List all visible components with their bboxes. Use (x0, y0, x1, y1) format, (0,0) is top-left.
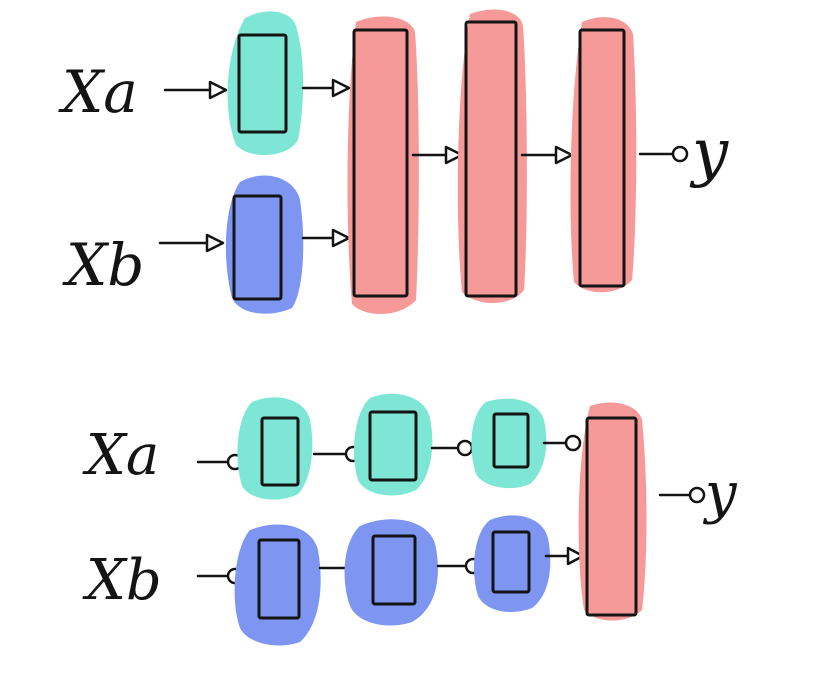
bottom-b-layer-3-box (491, 530, 531, 594)
bottom-input-b-label: Xb (82, 548, 162, 613)
bottom-b-layer-1-fill (234, 524, 321, 646)
bottom-a-layer-1-fill (237, 397, 313, 500)
top-arrow-a-to-shared-1 (301, 78, 351, 98)
top-input-layer-b-box (232, 194, 283, 301)
bottom-b-layer-3-fill (474, 515, 551, 612)
bottom-b-layer-3 (474, 515, 551, 612)
top-shared-layer-3 (570, 17, 637, 293)
bottom-fusion-layer-box (585, 416, 638, 617)
bottom-network: Xa Xb (82, 393, 738, 646)
top-arrow-xb-to-layer (158, 233, 225, 253)
bottom-a-layer-2-box (368, 410, 418, 482)
bottom-b-layer-2 (344, 519, 438, 626)
bottom-b-layer-2-box (371, 534, 417, 606)
top-arrow-shared-1-to-2 (411, 145, 464, 165)
bottom-arrow-xa-to-layer-1 (196, 453, 244, 471)
top-arrow-xa-to-layer (163, 80, 228, 100)
bottom-b-layer-1 (234, 524, 321, 646)
top-arrow-b-to-shared-1 (301, 228, 351, 248)
bottom-a-layer-1 (237, 397, 313, 500)
bottom-branch-a (237, 393, 582, 500)
top-arrow-to-output (638, 145, 689, 163)
bottom-fusion-layer-fill (578, 402, 647, 621)
bottom-input-a-label: Xa (82, 423, 159, 488)
bottom-a-arrow-1-2 (312, 445, 362, 463)
top-shared-layer-2 (457, 9, 527, 304)
bottom-a-layer-3 (471, 398, 547, 489)
top-input-layer-a (227, 11, 304, 156)
top-input-layer-b (225, 175, 304, 314)
top-input-a-label: Xa (58, 58, 138, 126)
bottom-b-layer-1-box (257, 538, 301, 620)
top-shared-layer-1-box (352, 28, 409, 298)
bottom-a-arrow-2-3 (430, 439, 474, 457)
top-arrow-shared-2-to-3 (520, 145, 574, 165)
top-output-label: y (689, 116, 729, 190)
bottom-fusion-layer (578, 402, 647, 621)
bottom-output-label: y (702, 461, 738, 526)
bottom-b-arrow-to-fusion (544, 546, 585, 566)
top-shared-layer-2-fill (457, 9, 527, 304)
top-input-b-label: Xb (62, 231, 144, 299)
top-input-layer-a-fill (227, 11, 304, 156)
bottom-a-layer-3-fill (471, 398, 547, 489)
top-shared-layer-1-fill (347, 16, 419, 315)
bottom-a-layer-2 (354, 393, 433, 496)
top-input-layer-b-fill (225, 175, 304, 314)
bottom-branch-b (234, 515, 585, 646)
bottom-a-layer-1-box (260, 416, 300, 487)
top-shared-layer-2-box (464, 20, 518, 298)
bottom-b-arrow-2-3 (436, 557, 482, 575)
top-shared-layer-3-fill (570, 17, 637, 293)
bottom-a-layer-2-fill (354, 393, 433, 496)
bottom-a-layer-3-box (492, 412, 530, 469)
bottom-arrow-to-output (658, 486, 706, 504)
top-shared-layer-1 (347, 16, 419, 315)
top-shared-layer-3-box (578, 28, 626, 288)
top-input-layer-a-box (237, 33, 288, 134)
bottom-a-arrow-to-fusion (542, 434, 582, 452)
top-network: Xa Xb (58, 9, 729, 315)
